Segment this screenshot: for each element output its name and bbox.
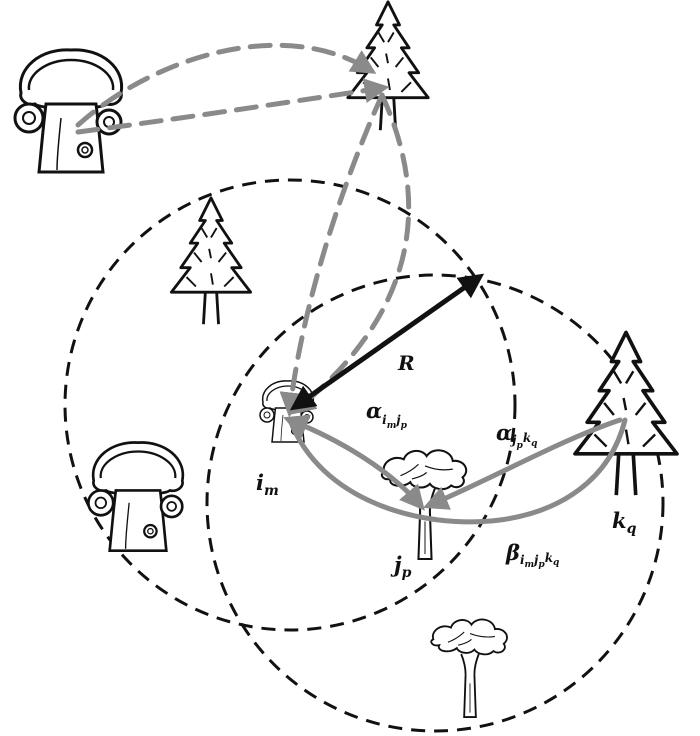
gray-dashed-links xyxy=(75,42,412,418)
radius-label: R xyxy=(397,351,415,375)
angle-arcs xyxy=(283,414,628,525)
tree-pine-kq xyxy=(573,330,679,498)
node-i-label: im xyxy=(256,470,279,499)
pine-tree-icon xyxy=(169,196,253,326)
tree-acacia-jp xyxy=(380,449,468,561)
neighborhood-circle-i xyxy=(63,178,517,632)
tree-baobab-left xyxy=(87,441,185,553)
radius-arrow xyxy=(289,273,485,411)
dashed-link-baobab-to-pine-2 xyxy=(75,78,390,135)
acacia-tree-icon xyxy=(430,618,508,719)
node-k-label: kq xyxy=(612,508,637,537)
dashed-link-pine-to-im-2 xyxy=(279,92,385,418)
neighborhood-circles xyxy=(63,178,665,733)
node-j-label: jp xyxy=(390,552,412,581)
tree-baobab-im xyxy=(259,380,315,443)
arc-alpha-jp-kq xyxy=(423,417,623,510)
dashed-link-baobab-to-pine xyxy=(75,42,377,128)
baobab-tree-icon xyxy=(259,380,315,443)
arc-beta xyxy=(287,417,628,525)
neighborhood-circle-j xyxy=(205,273,665,733)
beta-label: βimjpkq xyxy=(505,540,559,570)
alpha-im-jp-label: αimjp xyxy=(366,398,408,431)
pine-tree-icon xyxy=(573,330,679,498)
tree-acacia-bottom xyxy=(430,618,508,719)
arc-alpha-im-jp xyxy=(283,414,425,511)
tree-baobab-topleft xyxy=(13,48,124,174)
acacia-tree-icon xyxy=(380,449,468,561)
dashed-link-pine-to-im xyxy=(290,92,412,415)
tree-pine-middle xyxy=(169,196,253,326)
alpha-jp-kq-label: αjpkq xyxy=(496,420,537,451)
baobab-tree-icon xyxy=(13,48,124,174)
baobab-tree-icon xyxy=(87,441,185,553)
